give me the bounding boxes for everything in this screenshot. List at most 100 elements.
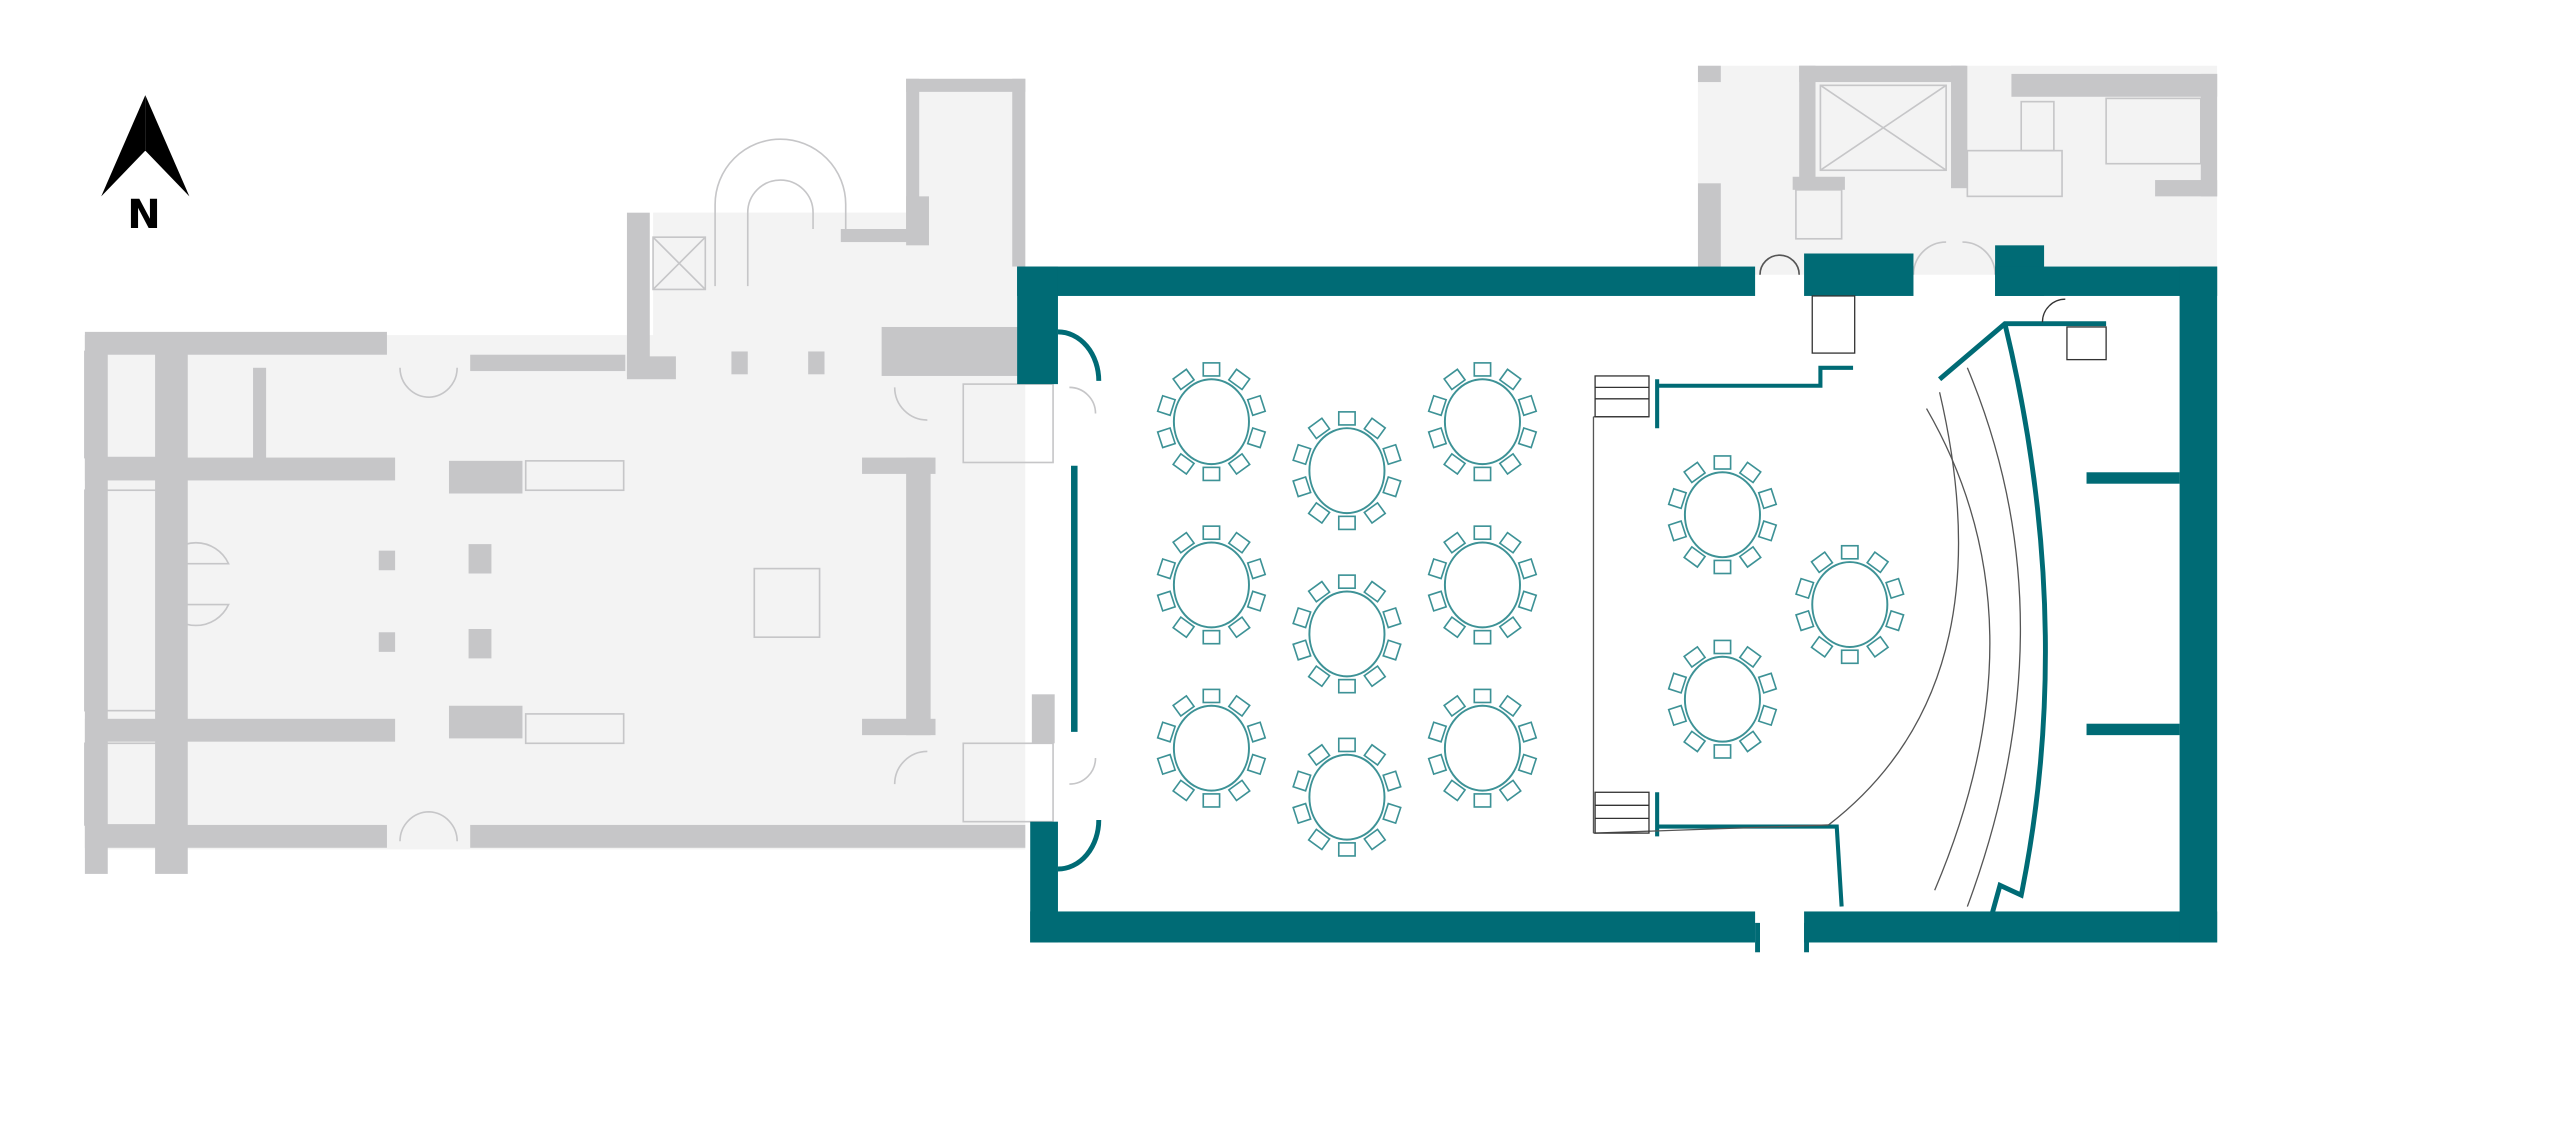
chair (1498, 779, 1522, 802)
chair (1757, 704, 1778, 727)
round-table (1156, 362, 1267, 482)
chair (1683, 545, 1707, 569)
chair (1246, 557, 1267, 580)
chair (1382, 639, 1402, 661)
event-room-walls (1017, 245, 2218, 953)
chair (1292, 443, 1312, 466)
chair (1363, 743, 1387, 767)
chair (1382, 770, 1402, 792)
chair (1498, 615, 1522, 639)
round-table (1156, 525, 1267, 645)
chair (1156, 426, 1177, 449)
chair (1202, 362, 1221, 377)
chair (1382, 475, 1402, 498)
round-table (1427, 688, 1538, 808)
chair (1443, 531, 1467, 554)
chair (1202, 466, 1221, 482)
chair (1866, 635, 1890, 659)
chair (1202, 793, 1221, 808)
chair (1307, 501, 1331, 525)
adjacent-rooms (84, 65, 2218, 874)
chair (1517, 426, 1538, 449)
chair (1498, 694, 1522, 718)
chair (1427, 590, 1448, 612)
chair (1683, 645, 1707, 669)
chair (1517, 394, 1538, 417)
round-table (1292, 737, 1402, 857)
chair (1382, 606, 1402, 629)
chair (1738, 730, 1762, 753)
chair (1227, 694, 1251, 718)
chair (1517, 753, 1538, 776)
chair (1713, 639, 1732, 655)
chair (1172, 531, 1196, 554)
chair (1683, 461, 1707, 484)
chair (1246, 394, 1267, 417)
chair (1443, 779, 1467, 802)
chair (1337, 574, 1356, 590)
chair (1337, 678, 1356, 694)
chair (1363, 828, 1387, 851)
chair (1292, 606, 1312, 629)
chair (1757, 487, 1778, 510)
chair (1443, 615, 1467, 639)
chair (1246, 426, 1267, 449)
chair (1667, 487, 1688, 510)
chair (1498, 452, 1522, 476)
chair (1156, 590, 1177, 612)
round-table (1427, 525, 1538, 645)
chair (1307, 743, 1331, 767)
chair (1292, 475, 1312, 498)
chair (1713, 455, 1732, 470)
chair (1246, 753, 1267, 776)
chair (1156, 557, 1177, 580)
chair (1427, 394, 1448, 417)
chair (1172, 368, 1196, 391)
chair (1683, 730, 1707, 753)
chair (1307, 664, 1331, 688)
chair (1713, 744, 1732, 759)
chair (1885, 577, 1905, 600)
chair (1473, 525, 1492, 541)
chair (1427, 426, 1448, 449)
chair (1738, 645, 1762, 669)
north-arrow-icon (101, 95, 190, 197)
chair (1382, 443, 1402, 466)
chair (1246, 721, 1267, 743)
chair (1473, 793, 1492, 808)
chair (1517, 721, 1538, 743)
chair (1337, 515, 1356, 531)
chair (1473, 688, 1492, 704)
round-table (1667, 639, 1778, 759)
chair (1156, 394, 1177, 417)
chair (1738, 461, 1762, 484)
chair (1473, 629, 1492, 645)
chair (1840, 544, 1859, 560)
chair (1227, 779, 1251, 802)
stage-rails (1655, 365, 1854, 907)
chair (1172, 452, 1196, 476)
north-label: N (127, 192, 161, 238)
chair (1498, 531, 1522, 554)
chair (1427, 753, 1448, 776)
chair (1866, 551, 1890, 574)
chair (1757, 520, 1778, 542)
chair (1427, 721, 1448, 743)
chair (1202, 525, 1221, 541)
chair (1885, 609, 1905, 632)
chair (1473, 466, 1492, 482)
chair (1473, 362, 1492, 377)
round-table (1427, 362, 1538, 482)
round-table (1292, 411, 1402, 531)
chair (1156, 721, 1177, 743)
chair (1713, 559, 1732, 575)
chair (1382, 802, 1402, 825)
chair (1202, 688, 1221, 704)
chair (1427, 557, 1448, 580)
chair (1667, 672, 1688, 694)
chair (1307, 828, 1331, 851)
chair (1292, 802, 1312, 825)
chair (1227, 615, 1251, 639)
chair (1227, 531, 1251, 554)
